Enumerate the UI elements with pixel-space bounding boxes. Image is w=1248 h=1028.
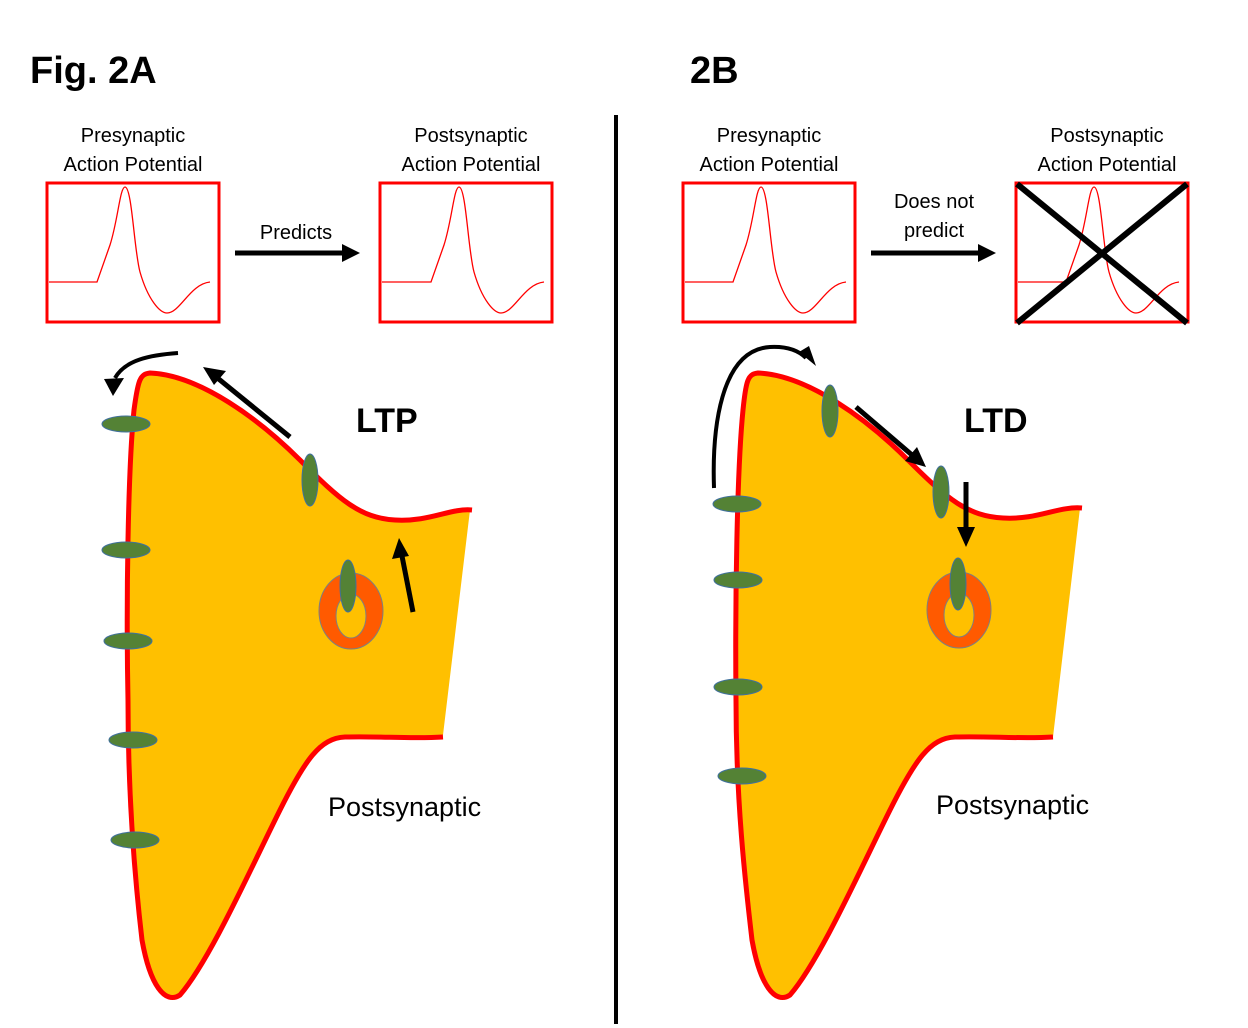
panel-b-title: 2B	[690, 50, 739, 92]
panel-b-lateral-arrow	[854, 405, 914, 457]
panel-b-endosome	[926, 557, 992, 649]
panel-b-cross-out-line	[1015, 181, 1189, 326]
panel-a-presynaptic-label-line1: Presynaptic	[80, 125, 186, 147]
panel-b-presynaptic-label-line2: Action Potential	[699, 154, 839, 176]
panel-a-receptor	[101, 541, 151, 559]
panel-b-receptor-slope	[932, 465, 950, 519]
panel-b-postsynaptic-label: Postsynaptic Action Potential	[1017, 122, 1197, 180]
panel-b-presynaptic-trace-box	[681, 181, 857, 324]
panel-a-plasticity-label: LTP	[356, 402, 418, 440]
panel-a-exocytosis-arrow	[399, 555, 416, 613]
panel-b-curved-arrow	[711, 344, 808, 489]
panel-b-postsynaptic-cell	[735, 373, 1080, 998]
panel-a-endosome	[318, 559, 384, 650]
panel-b-relation-line2: predict	[903, 220, 965, 242]
panel-a-receptor	[103, 632, 153, 650]
panel-b-postsynaptic-label-line1: Postsynaptic	[1050, 125, 1164, 147]
panel-a-title: Fig. 2A	[30, 50, 157, 92]
panel-b-relation-line1: Does not	[893, 191, 975, 213]
panel-a-postsynaptic-trace	[382, 186, 545, 314]
panel-b-endosome-receptor	[949, 557, 967, 611]
panel-b-lateral-arrowhead	[905, 447, 926, 467]
panel-b-relation-label: Does not predict	[874, 188, 994, 246]
panel-b-plasticity-label: LTD	[964, 402, 1028, 440]
panel-b-cell-label: Postsynaptic	[936, 790, 1090, 820]
panel-a-endosome-receptor	[339, 559, 357, 613]
panel-b-receptor	[717, 767, 767, 785]
panel-a-postsynaptic-trace-box	[378, 181, 554, 324]
panel-b-curved-arrowhead	[799, 346, 816, 366]
panel-b-presynaptic-trace	[685, 186, 847, 314]
panel-a-cell-label: Postsynaptic	[328, 792, 482, 822]
panel-b-postsynaptic-label-line2: Action Potential	[1037, 154, 1177, 176]
panel-b-receptor	[713, 678, 763, 696]
panel-a-receptor	[101, 415, 151, 433]
panel-a-predicts-arrow	[235, 244, 360, 262]
panel-b-endocytosis-arrowhead	[957, 527, 975, 547]
panel-a-curved-arrowhead	[104, 378, 124, 396]
panel-a-receptor	[110, 831, 160, 849]
panel-a-lateral-arrowhead	[203, 367, 226, 385]
panel-b-membrane-lower	[733, 699, 1054, 1000]
panel-a-receptor-slope	[301, 453, 319, 507]
panel-a-exocytosis-arrowhead	[392, 538, 409, 559]
panel-a-postsynaptic-label: Postsynaptic Action Potential	[381, 122, 561, 180]
panel-a-membrane-lower	[125, 699, 444, 1000]
panel-b-does-not-predict-arrow	[871, 244, 996, 262]
panel-b-receptor	[712, 495, 762, 513]
panel-a-presynaptic-trace-box	[45, 181, 221, 324]
panel-a-presynaptic-label: Presynaptic Action Potential	[44, 122, 222, 180]
panel-a-curved-arrow	[113, 351, 179, 380]
panel-a-relation-label: Predicts	[259, 222, 333, 244]
panel-b-receptor	[713, 571, 763, 589]
panel-a-presynaptic-trace	[49, 186, 211, 314]
panel-a-receptor	[108, 731, 158, 749]
panel-a-postsynaptic-label-line1: Postsynaptic	[414, 125, 528, 147]
panel-a-postsynaptic-cell	[127, 373, 470, 998]
panel-b-presynaptic-label: Presynaptic Action Potential	[680, 122, 858, 180]
panel-a-membrane-upper	[124, 370, 473, 701]
panel-b-receptor-slope	[821, 384, 839, 438]
panel-b-postsynaptic-trace-box	[1014, 181, 1190, 326]
panel-a-presynaptic-label-line2: Action Potential	[63, 154, 203, 176]
panel-a-postsynaptic-label-line2: Action Potential	[401, 154, 541, 176]
panel-a-lateral-arrow	[213, 374, 292, 439]
panel-b-presynaptic-label-line1: Presynaptic	[716, 125, 822, 147]
